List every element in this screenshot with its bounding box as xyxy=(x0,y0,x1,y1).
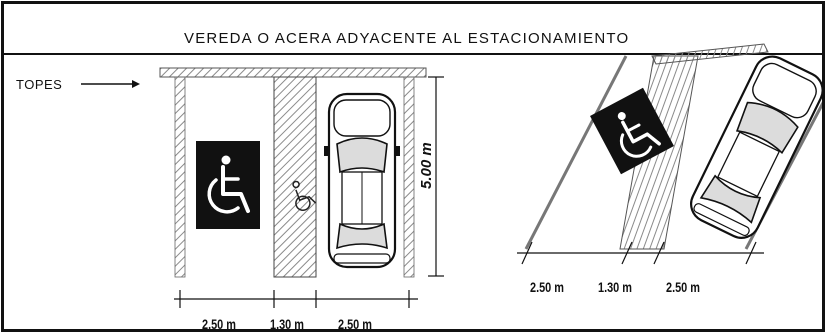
angled-stall-line-1 xyxy=(524,55,628,250)
wheelchair-accessibility-icon-right xyxy=(590,87,674,175)
sidewalk-title: VEREDA O ACERA ADYACENTE AL ESTACIONAMIE… xyxy=(184,30,630,47)
width-label-right-car: 2.50 m xyxy=(666,279,701,295)
car-right xyxy=(690,55,822,239)
stall-line-left xyxy=(174,76,186,278)
parking-drawing xyxy=(4,43,822,308)
width-label-left-aisle: 1.30 m xyxy=(270,316,305,332)
car-left xyxy=(324,92,400,269)
width-dimension-right xyxy=(517,241,764,265)
aisle-wheelchair-mark xyxy=(292,180,317,212)
angled-wheel-stop xyxy=(651,43,769,65)
wheel-stop-bar xyxy=(159,67,427,78)
width-label-right-stall: 2.50 m xyxy=(530,279,565,295)
width-label-right-aisle: 1.30 m xyxy=(598,279,633,295)
access-aisle-left xyxy=(273,76,317,278)
wheelchair-accessibility-icon xyxy=(196,141,260,229)
width-label-left-stall: 2.50 m xyxy=(202,316,237,332)
height-label: 5.00 m xyxy=(418,142,435,189)
stall-line-right xyxy=(403,76,415,278)
stops-arrow xyxy=(81,80,140,88)
height-dimension xyxy=(428,76,444,277)
diagram-frame: VEREDA O ACERA ADYACENTE AL ESTACIONAMIE… xyxy=(1,1,825,332)
width-dimension-left xyxy=(174,290,418,308)
width-label-left-car: 2.50 m xyxy=(338,316,373,332)
stops-label: TOPES xyxy=(16,77,63,92)
